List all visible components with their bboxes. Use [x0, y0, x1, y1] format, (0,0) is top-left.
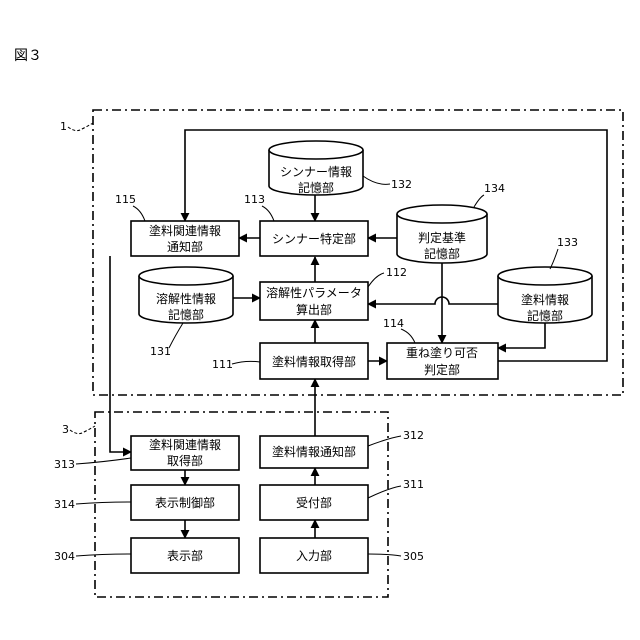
ref-111-leader — [232, 361, 260, 364]
ref-314-leader — [76, 502, 131, 504]
ref-134-leader — [474, 195, 484, 207]
block-receive-311: 受付部 — [260, 485, 368, 520]
block-notify-312-label: 塗料情報通知部 — [272, 444, 356, 459]
block-judge-114-line1: 重ね塗り可否 — [406, 345, 478, 360]
block-thinner-113: シンナー特定部 — [260, 221, 368, 256]
storage-solubility-131: 溶解性情報 記憶部 — [139, 267, 233, 323]
arrow-storage133-to-112 — [368, 297, 498, 304]
block-acquire-111-label: 塗料情報取得部 — [272, 354, 356, 369]
ref-115: 115 — [115, 193, 136, 206]
ref-133-leader — [550, 249, 558, 269]
ref-112-leader — [368, 273, 384, 287]
block-acquire-111: 塗料情報取得部 — [260, 343, 368, 379]
ref-113: 113 — [244, 193, 265, 206]
block-calc-112-line1: 溶解性パラメータ — [266, 285, 362, 300]
block-notify-115-line2: 通知部 — [167, 239, 203, 254]
ref-312-leader — [368, 436, 401, 446]
storage-paint-133-line2: 記憶部 — [527, 308, 563, 323]
ref-131: 131 — [150, 345, 171, 358]
storage-thinner-132-line1: シンナー情報 — [280, 165, 352, 179]
block-calc-112: 溶解性パラメータ 算出部 — [260, 282, 368, 320]
terminal-number: 3 — [62, 423, 69, 436]
block-display-304: 表示部 — [131, 538, 239, 573]
storage-criteria-134: 判定基準 記憶部 — [397, 205, 487, 263]
ref-313-leader — [76, 458, 131, 464]
ref-305: 305 — [403, 550, 424, 563]
storage-paint-133-line1: 塗料情報 — [521, 292, 569, 307]
ref-304: 304 — [54, 550, 75, 563]
system-leader — [68, 123, 93, 131]
ref-314: 314 — [54, 498, 75, 511]
storage-solubility-131-line2: 記憶部 — [168, 307, 204, 322]
block-receive-311-label: 受付部 — [296, 495, 332, 510]
block-judge-114: 重ね塗り可否 判定部 — [387, 343, 498, 379]
storage-criteria-134-line1: 判定基準 — [418, 230, 466, 245]
ref-305-leader — [368, 554, 401, 556]
block-acquire-313-line2: 取得部 — [167, 453, 203, 468]
block-display-ctrl-314: 表示制御部 — [131, 485, 239, 520]
storage-solubility-131-line1: 溶解性情報 — [156, 291, 216, 306]
block-notify-312: 塗料情報通知部 — [260, 436, 368, 468]
ref-115-leader — [133, 206, 145, 221]
arrow-115-to-313 — [110, 256, 131, 452]
ref-112: 112 — [386, 266, 407, 279]
block-calc-112-line2: 算出部 — [296, 302, 332, 317]
block-acquire-313-line1: 塗料関連情報 — [149, 437, 221, 452]
ref-311-leader — [368, 486, 401, 498]
storage-thinner-132: シンナー情報 記憶部 — [269, 141, 363, 195]
ref-134: 134 — [484, 182, 505, 195]
ref-113-leader — [262, 206, 274, 221]
block-acquire-313: 塗料関連情報 取得部 — [131, 436, 239, 470]
ref-133: 133 — [557, 236, 578, 249]
ref-114: 114 — [383, 317, 404, 330]
block-notify-115-line1: 塗料関連情報 — [149, 223, 221, 238]
ref-311: 311 — [403, 478, 424, 491]
ref-114-leader — [401, 329, 415, 343]
block-thinner-113-label: シンナー特定部 — [272, 231, 356, 246]
ref-132-leader — [363, 176, 390, 184]
block-input-305-label: 入力部 — [296, 548, 332, 563]
system-number: 1 — [60, 120, 67, 133]
ref-132: 132 — [391, 178, 412, 191]
ref-304-leader — [76, 554, 131, 556]
arrow-storage133-to-114 — [498, 320, 545, 348]
block-input-305: 入力部 — [260, 538, 368, 573]
ref-312: 312 — [403, 429, 424, 442]
figure-label: 図３ — [14, 48, 42, 64]
storage-thinner-132-line2: 記憶部 — [298, 180, 334, 195]
ref-131-leader — [169, 323, 183, 348]
ref-111: 111 — [212, 358, 233, 371]
block-display-304-label: 表示部 — [167, 548, 203, 563]
storage-criteria-134-line2: 記憶部 — [424, 246, 460, 261]
block-notify-115: 塗料関連情報 通知部 — [131, 221, 239, 256]
ref-313: 313 — [54, 458, 75, 471]
block-display-ctrl-314-label: 表示制御部 — [155, 495, 215, 510]
terminal-leader — [70, 426, 95, 434]
block-judge-114-line2: 判定部 — [424, 362, 460, 377]
storage-paint-133: 塗料情報 記憶部 — [498, 267, 592, 323]
